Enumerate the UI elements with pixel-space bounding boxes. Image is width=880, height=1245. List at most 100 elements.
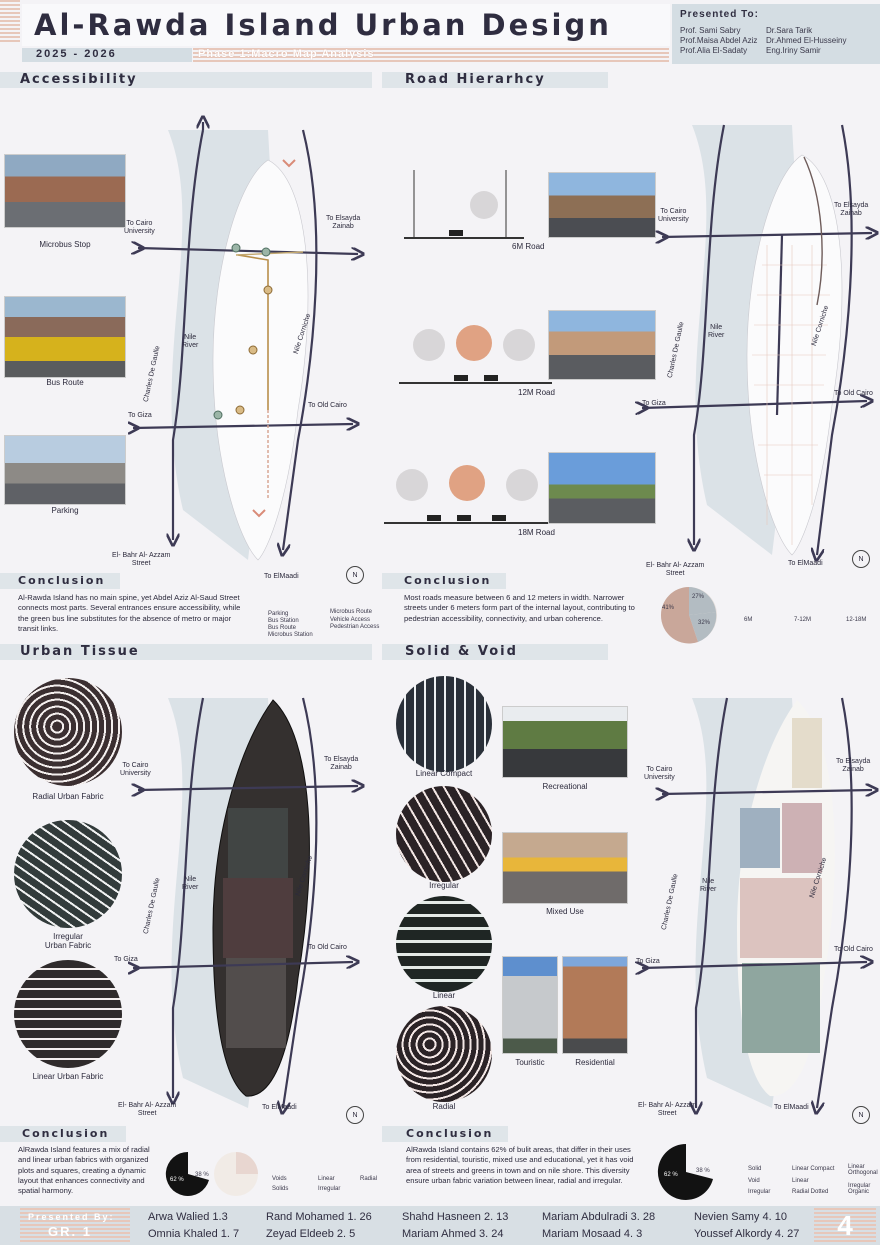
section-title-accessibility: Accessibility — [20, 72, 138, 87]
member-name: Mariam Abdulradi 3. 28 — [542, 1211, 656, 1223]
footer — [0, 1206, 880, 1245]
legend-item: Linear — [792, 1178, 809, 1184]
pie-label: 38 % — [696, 1168, 710, 1174]
member-name: Mariam Mosaad 4. 3 — [542, 1228, 643, 1240]
18m-road-photo — [548, 452, 656, 524]
member-name: Nevien Samy 4. 10 — [694, 1211, 787, 1223]
legend-item: Radial — [360, 1176, 378, 1182]
photo-caption: Parking — [51, 506, 79, 515]
pie-label: 38 % — [195, 1172, 209, 1178]
legend-item: Vehicle Access — [330, 617, 371, 623]
conclusion-title: Conclusion — [404, 574, 492, 587]
footer-stripe — [814, 1208, 876, 1244]
pie-label: 32% — [698, 620, 711, 626]
12m-road-photo — [548, 310, 656, 380]
page-number: 4 — [837, 1210, 853, 1241]
map-label: To Giza — [114, 956, 138, 963]
touristic-photo — [502, 956, 558, 1054]
photo-caption: Mixed Use — [546, 907, 584, 916]
road-width-pie — [660, 587, 717, 644]
legend-item: Irregular — [748, 1189, 771, 1195]
phase-title: Phase 1:Macro Map Analysis — [198, 48, 375, 60]
member-name: Mariam Ahmed 3. 24 — [402, 1228, 504, 1240]
legend-item: Microbus Route — [330, 609, 373, 615]
legend-item: Bus Route — [268, 625, 297, 631]
circle-caption: Linear — [432, 991, 456, 1000]
map-label: To Cairo University — [658, 208, 689, 224]
section-title-tissue: Urban Tissue — [20, 644, 140, 659]
map-label: To ElMaadi — [774, 1104, 809, 1111]
title-bar: Al-Rawda Island Urban Design 2025 - 2026… — [0, 0, 880, 66]
parking-photo — [4, 435, 126, 505]
tissue-conclusion: AlRawda Island features a mix of radial … — [18, 1145, 150, 1195]
road-conclusion: Most roads measure between 6 and 12 mete… — [404, 593, 635, 623]
tissue-map — [128, 697, 372, 1118]
years-box — [22, 48, 192, 62]
section-title-solid: Solid & Void — [405, 644, 518, 659]
map-label: To Elsayda Zainab — [324, 756, 359, 772]
legend-item: Linear Orthogonal — [848, 1164, 878, 1176]
circle-caption: Radial Urban Fabric — [32, 792, 104, 801]
conclusion-header — [382, 1126, 508, 1142]
professor-name: Dr.Ahmed El-Husseiny — [766, 36, 847, 45]
pie-label: 62 % — [170, 1177, 184, 1183]
group-label: GR. 1 — [48, 1224, 92, 1239]
circle-caption: Irregular — [429, 881, 459, 890]
section-caption: 18M Road — [518, 528, 555, 537]
map-label: El- Bahr Al- Azzam Street — [112, 552, 171, 568]
compass-icon: N — [346, 1106, 364, 1124]
map-label: To Old Cairo — [834, 390, 873, 397]
phase-box — [193, 48, 669, 62]
legend-item: Linear Compact — [792, 1166, 835, 1172]
map-label: To Cairo University — [120, 762, 151, 778]
bus-route-line — [237, 254, 269, 410]
accessibility-panel: Microbus Stop Bus Route Parking To Cairo… — [0, 90, 372, 584]
member-name: Omnia Khaled 1. 7 — [148, 1228, 240, 1240]
decorative-stripe — [0, 0, 20, 44]
radial-fabric-circle — [14, 678, 122, 786]
linear-circle — [396, 896, 492, 992]
conclusion-title: Conclusion — [18, 574, 106, 587]
tissue-secondary-pie — [214, 1152, 258, 1196]
presented-to-label: Presented To: — [680, 9, 759, 20]
professor-name: Prof. Sami Sabry — [680, 26, 741, 35]
legend-item: 7-12M — [794, 617, 812, 623]
road-section-6m — [404, 170, 524, 239]
solid-panel: Linear Compact Irregular Linear Radial R… — [382, 662, 880, 1124]
irregular-fabric-circle — [14, 820, 122, 928]
professor-name: Dr.Sara Tarik — [766, 26, 813, 35]
photo-caption: Microbus Stop — [39, 240, 91, 249]
section-caption: 12M Road — [518, 388, 555, 397]
map-label: To Old Cairo — [308, 402, 347, 409]
member-name: Arwa Walied 1.3 — [148, 1211, 228, 1223]
member-name: Zeyad Eldeeb 2. 5 — [266, 1228, 356, 1240]
map-label: Nile River — [708, 324, 725, 340]
irregular-circle — [396, 786, 492, 882]
map-label: Nile River — [182, 334, 199, 350]
pie-label: 62 % — [664, 1172, 678, 1178]
section-caption: 6M Road — [512, 242, 545, 251]
accessibility-conclusion: Al-Rawda Island has no main spine, yet A… — [18, 593, 241, 633]
circle-caption: Irregular Urban Fabric — [44, 932, 92, 950]
footer-stripe — [20, 1208, 130, 1244]
map-label: El- Bahr Al- Azzam Street — [638, 1102, 697, 1118]
road-section-18m — [384, 465, 554, 524]
map-label: To Elsayda Zainab — [326, 215, 361, 231]
circle-caption: Linear Urban Fabric — [32, 1072, 104, 1081]
member-name: Youssef Alkordy 4. 27 — [694, 1228, 800, 1240]
map-label: To Old Cairo — [834, 946, 873, 953]
recreational-photo — [502, 706, 628, 778]
solid-void-map — [632, 697, 880, 1118]
mixed-use-photo — [502, 832, 628, 904]
legend-item: Radial Dotted — [792, 1189, 829, 1195]
linear-compact-circle — [396, 676, 492, 772]
section-title-road: Road Hierarhcy — [405, 72, 546, 87]
charles-de-gaulle-road — [173, 129, 205, 540]
circle-caption: Radial — [432, 1102, 456, 1111]
conclusion-title: Conclusion — [22, 1127, 110, 1140]
title-box — [22, 4, 670, 46]
radial-circle — [396, 1006, 492, 1102]
map-label: Nile River — [182, 876, 199, 892]
map-label: To Cairo University — [124, 220, 155, 236]
legend-item: Void — [748, 1178, 760, 1184]
